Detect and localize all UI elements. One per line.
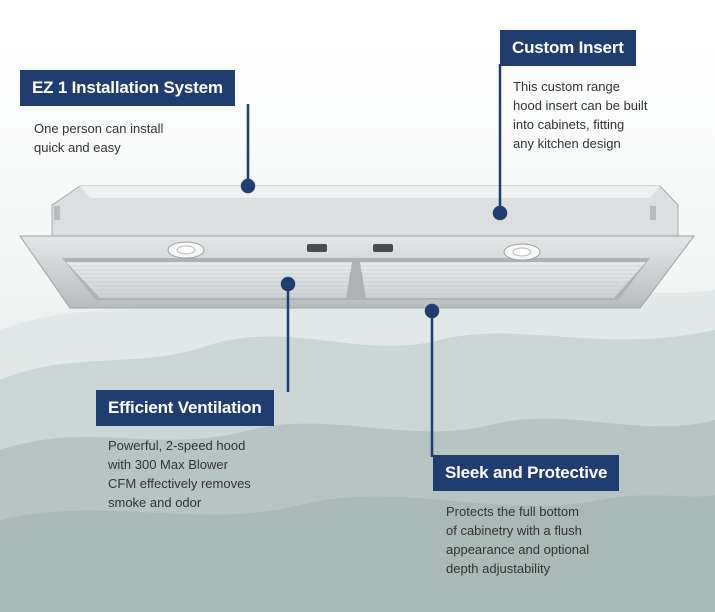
sleek-protective-line: Protects the full bottom — [446, 504, 579, 519]
ez-install-title: EZ 1 Installation System — [20, 70, 235, 106]
efficient-ventilation-line: smoke and odor — [108, 495, 202, 510]
custom-insert-line: any kitchen design — [513, 136, 621, 151]
custom-insert-marker-dot — [492, 205, 508, 221]
sleek-protective-line: depth adjustability — [446, 561, 551, 576]
efficient-ventilation-title: Efficient Ventilation — [96, 390, 274, 426]
custom-insert-description: This custom range hood insert can be bui… — [513, 77, 647, 153]
sleek-protective-line: appearance and optional — [446, 542, 590, 557]
custom-insert-line: into cabinets, fitting — [513, 117, 625, 132]
custom-insert-line: hood insert can be built — [513, 98, 648, 113]
sleek-protective-title: Sleek and Protective — [433, 455, 620, 491]
ez-install-marker-dot — [240, 178, 256, 194]
callout-leaders — [240, 64, 508, 457]
ez-install-line: One person can install — [34, 121, 164, 136]
efficient-ventilation-line: with 300 Max Blower — [108, 457, 228, 472]
efficient-ventilation-line: CFM effectively removes — [108, 476, 251, 491]
ez-install-description: One person can install quick and easy — [34, 119, 163, 157]
custom-insert-title: Custom Insert — [500, 30, 636, 66]
efficient-ventilation-description: Powerful, 2-speed hood with 300 Max Blow… — [108, 436, 251, 512]
ventilation-marker-dot — [280, 276, 296, 292]
sleek-protective-description: Protects the full bottom of cabinetry wi… — [446, 502, 589, 578]
sleek-protective-line: of cabinetry with a flush — [446, 523, 582, 538]
efficient-ventilation-line: Powerful, 2-speed hood — [108, 438, 246, 453]
range-hood-image — [19, 185, 695, 309]
custom-insert-line: This custom range — [513, 79, 620, 94]
sleek-marker-dot — [424, 303, 440, 319]
ez-install-line: quick and easy — [34, 140, 121, 155]
